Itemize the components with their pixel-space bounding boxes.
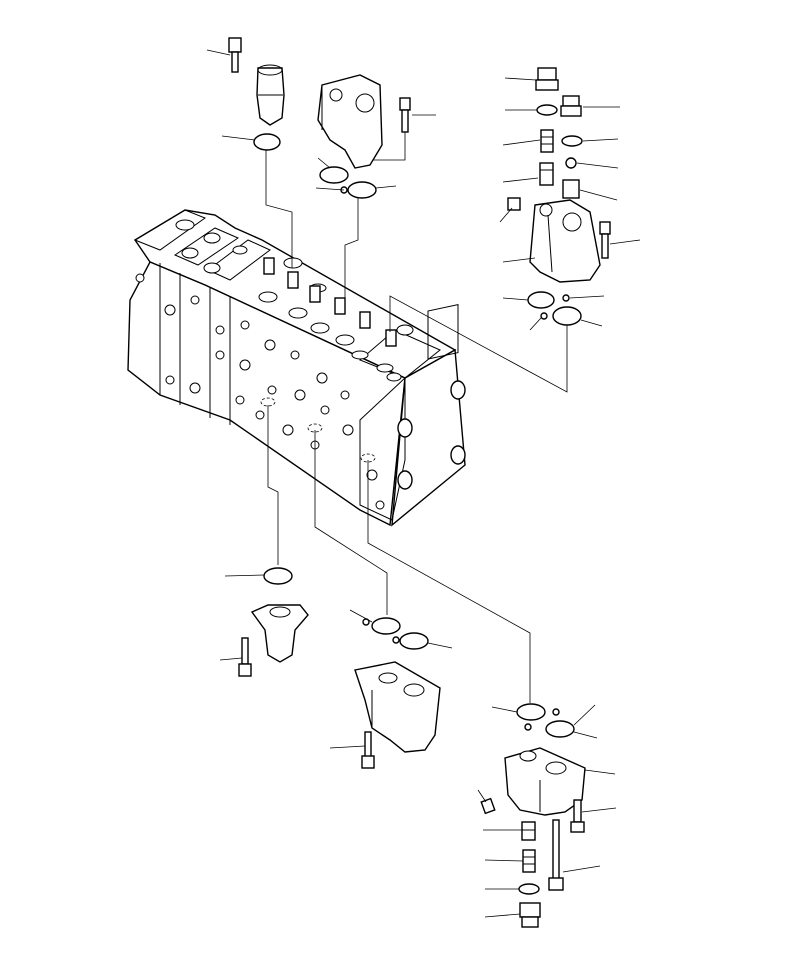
- relief-valve-cap: [256, 64, 285, 126]
- top-fittings: [263, 257, 397, 347]
- o-ring-top-center-2: [347, 181, 377, 199]
- bolt-top-center: [399, 97, 411, 133]
- assembly-lines: [265, 110, 568, 703]
- poppet-bottom-right: [521, 821, 536, 841]
- valve-housing-right: [529, 199, 601, 283]
- bolt-right: [599, 221, 611, 259]
- o-ring-bottom-right-1: [516, 703, 546, 721]
- spring-right: [540, 129, 554, 153]
- bolt-top: [228, 37, 242, 73]
- o-ring-top-center-1: [319, 166, 349, 184]
- o-ring-bottom-right-3: [518, 883, 540, 895]
- o-ring-right-1: [536, 104, 558, 116]
- control-valve-body: [127, 209, 466, 527]
- bolt-bottom-right: [570, 799, 585, 833]
- end-cap-bolts: [397, 380, 466, 490]
- leader-lines: [206, 49, 641, 918]
- plug-bottom-right-2: [519, 902, 541, 928]
- stud-bottom-right: [548, 819, 564, 891]
- poppet-right: [539, 162, 554, 186]
- plug-right-4: [507, 197, 521, 211]
- o-ring-right-3: [527, 291, 555, 309]
- bolt-bottom-center: [361, 731, 375, 769]
- valve-housing-bottom-right: [504, 747, 586, 816]
- plug-right-1: [535, 67, 559, 91]
- spring-bottom-right: [522, 849, 536, 873]
- seal-right: [565, 157, 577, 169]
- o-ring-left-1: [253, 133, 281, 151]
- plug-bottom-right: [480, 797, 496, 815]
- o-ring-bottom-center-1: [371, 617, 401, 635]
- o-ring-bottom-center-2: [399, 632, 429, 650]
- plug-right-3: [562, 179, 580, 199]
- cover-bottom-left: [250, 604, 309, 663]
- bolt-bottom-left: [238, 637, 252, 677]
- o-ring-right-4: [552, 306, 582, 326]
- o-ring-right-2: [561, 135, 583, 147]
- o-ring-bottom-left: [263, 567, 293, 585]
- plug-right-2: [560, 95, 582, 117]
- valve-housing-bottom-center: [354, 661, 441, 753]
- front-face-ports: [135, 273, 385, 510]
- o-ring-bottom-right-2: [545, 720, 575, 738]
- valve-housing-top-center: [317, 74, 383, 169]
